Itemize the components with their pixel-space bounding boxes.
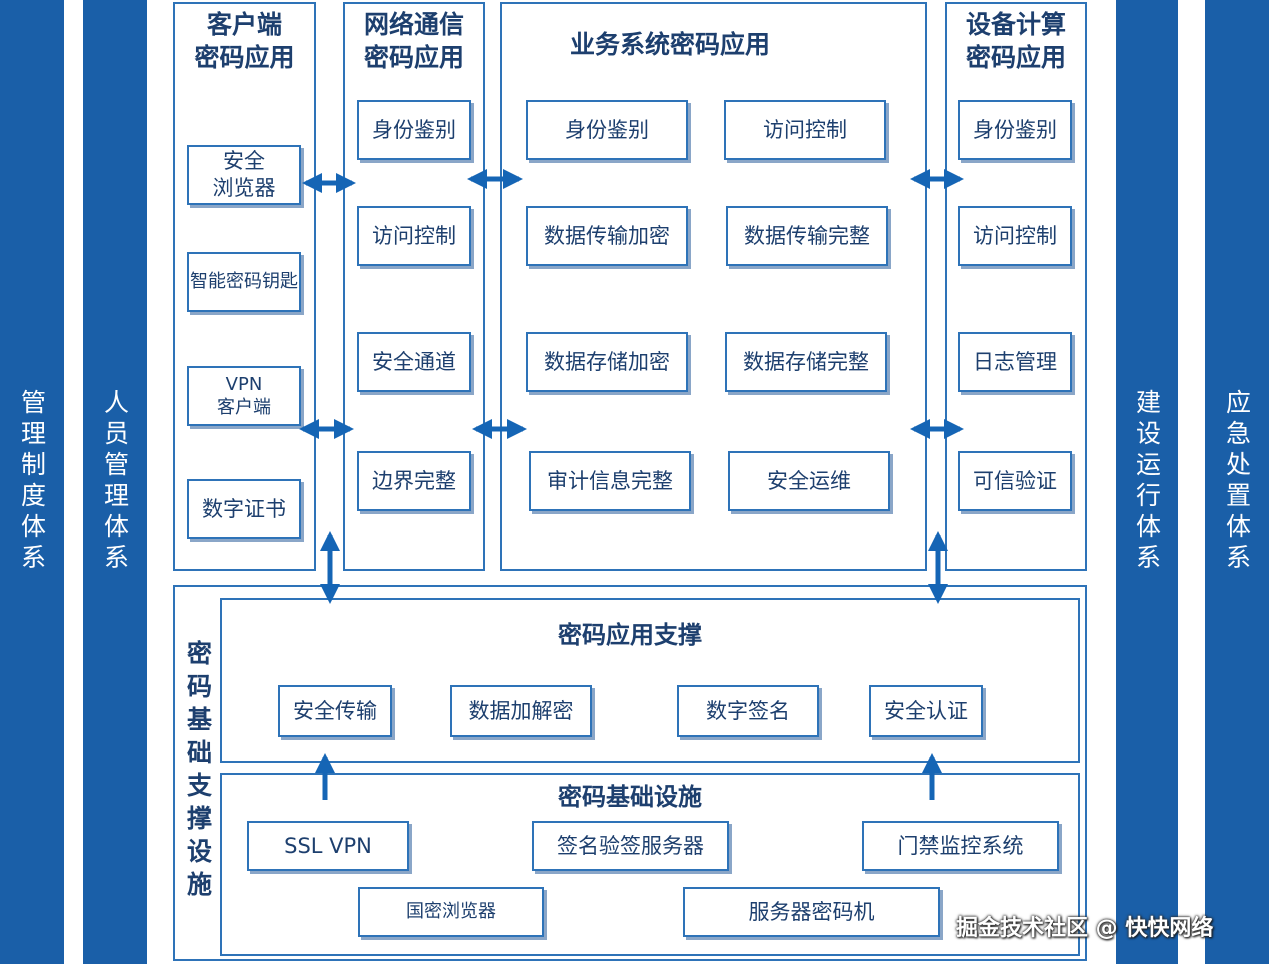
business-storage-encryption: 数据存储加密	[526, 332, 688, 392]
network-access-control: 访问控制	[357, 206, 471, 266]
business-transfer-integrity: 数据传输完整	[726, 206, 888, 266]
pillar-operation-label: 建设运行体系	[1132, 389, 1162, 575]
pillar-emergency-system: 应急处置体系	[1205, 0, 1269, 964]
device-trusted-verification: 可信验证	[958, 451, 1072, 511]
business-access-control: 访问控制	[724, 100, 886, 160]
base-server-crypto-machine: 服务器密码机	[683, 887, 940, 937]
client-panel-title: 客户端 密码应用	[194, 10, 295, 72]
device-access-control: 访问控制	[958, 206, 1072, 266]
client-secure-browser: 安全 浏览器	[187, 145, 301, 205]
pillar-emergency-label: 应急处置体系	[1222, 389, 1252, 575]
network-secure-channel: 安全通道	[357, 332, 471, 392]
client-smart-key: 智能密码钥匙	[187, 252, 301, 312]
client-digital-cert: 数字证书	[187, 479, 301, 539]
business-transfer-encryption: 数据传输加密	[526, 206, 688, 266]
base-title: 密码基础设施	[558, 783, 702, 811]
watermark: 掘金技术社区 @ 快快网络	[956, 916, 1214, 941]
device-identity-auth: 身份鉴别	[958, 100, 1072, 160]
business-audit-integrity: 审计信息完整	[529, 451, 691, 511]
pillar-operation-system: 建设运行体系	[1116, 0, 1178, 964]
network-panel-title: 网络通信 密码应用	[363, 10, 464, 72]
device-log-management: 日志管理	[958, 332, 1072, 392]
business-panel-title: 业务系统密码应用	[569, 30, 770, 59]
client-vpn: VPN 客户端	[187, 366, 301, 426]
support-secure-authentication: 安全认证	[869, 685, 983, 737]
pillar-personnel-label: 人员管理体系	[100, 389, 130, 575]
base-signature-server: 签名验签服务器	[532, 821, 729, 871]
business-identity-auth: 身份鉴别	[526, 100, 688, 160]
network-boundary-integrity: 边界完整	[357, 451, 471, 511]
support-digital-signature: 数字签名	[677, 685, 819, 737]
base-ssl-vpn: SSL VPN	[247, 821, 409, 871]
base-access-monitoring: 门禁监控系统	[862, 821, 1059, 871]
device-panel-title: 设备计算 密码应用	[965, 10, 1066, 72]
pillar-management-label: 管理制度体系	[17, 389, 47, 575]
base-sm-browser: 国密浏览器	[358, 887, 544, 937]
support-data-encrypt-decrypt: 数据加解密	[450, 685, 592, 737]
pillar-management-system: 管理制度体系	[0, 0, 64, 964]
business-secure-ops: 安全运维	[728, 451, 890, 511]
infrastructure-label-wrap: 密码基础支撑设施	[180, 640, 216, 940]
support-secure-transfer: 安全传输	[278, 685, 392, 737]
business-storage-integrity: 数据存储完整	[725, 332, 887, 392]
support-title: 密码应用支撑	[558, 621, 702, 649]
infrastructure-label: 密码基础支撑设施	[183, 640, 213, 904]
network-identity-auth: 身份鉴别	[357, 100, 471, 160]
pillar-personnel-system: 人员管理体系	[83, 0, 147, 964]
